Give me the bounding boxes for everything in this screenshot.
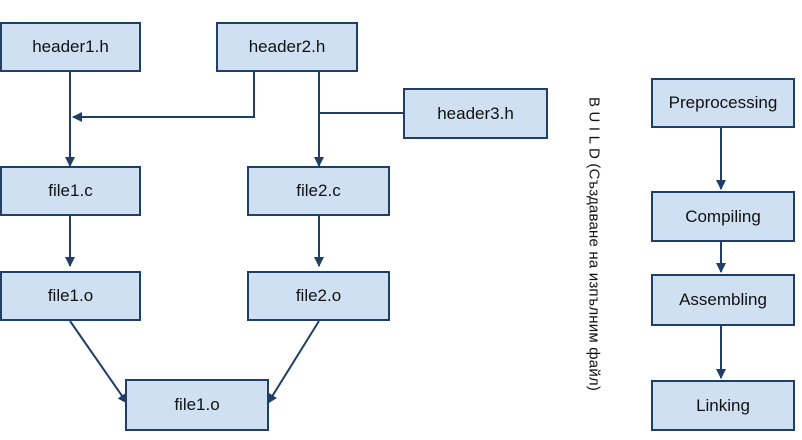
connector-header2-to-file1c <box>72 71 255 122</box>
preprocessing-stage: Preprocessing <box>651 78 795 128</box>
file1c-node: file1.c <box>0 166 141 216</box>
arrow-file2o-to-output <box>267 320 320 404</box>
linking-stage: Linking <box>651 380 795 431</box>
file2c-node: file2.c <box>247 166 390 216</box>
header2-node: header2.h <box>216 22 358 72</box>
compiling-stage: Compiling <box>651 191 795 242</box>
file2o-node: file2.o <box>247 271 390 321</box>
build-label: B U I L D (Създаване на изпълним файл) <box>585 96 603 392</box>
assembling-stage: Assembling <box>651 274 795 326</box>
output-node: file1.o <box>125 379 269 431</box>
header3-node: header3.h <box>403 88 548 139</box>
file1o-node: file1.o <box>0 271 141 321</box>
arrow-file1o-to-output <box>69 320 128 404</box>
header1-node: header1.h <box>0 22 141 72</box>
